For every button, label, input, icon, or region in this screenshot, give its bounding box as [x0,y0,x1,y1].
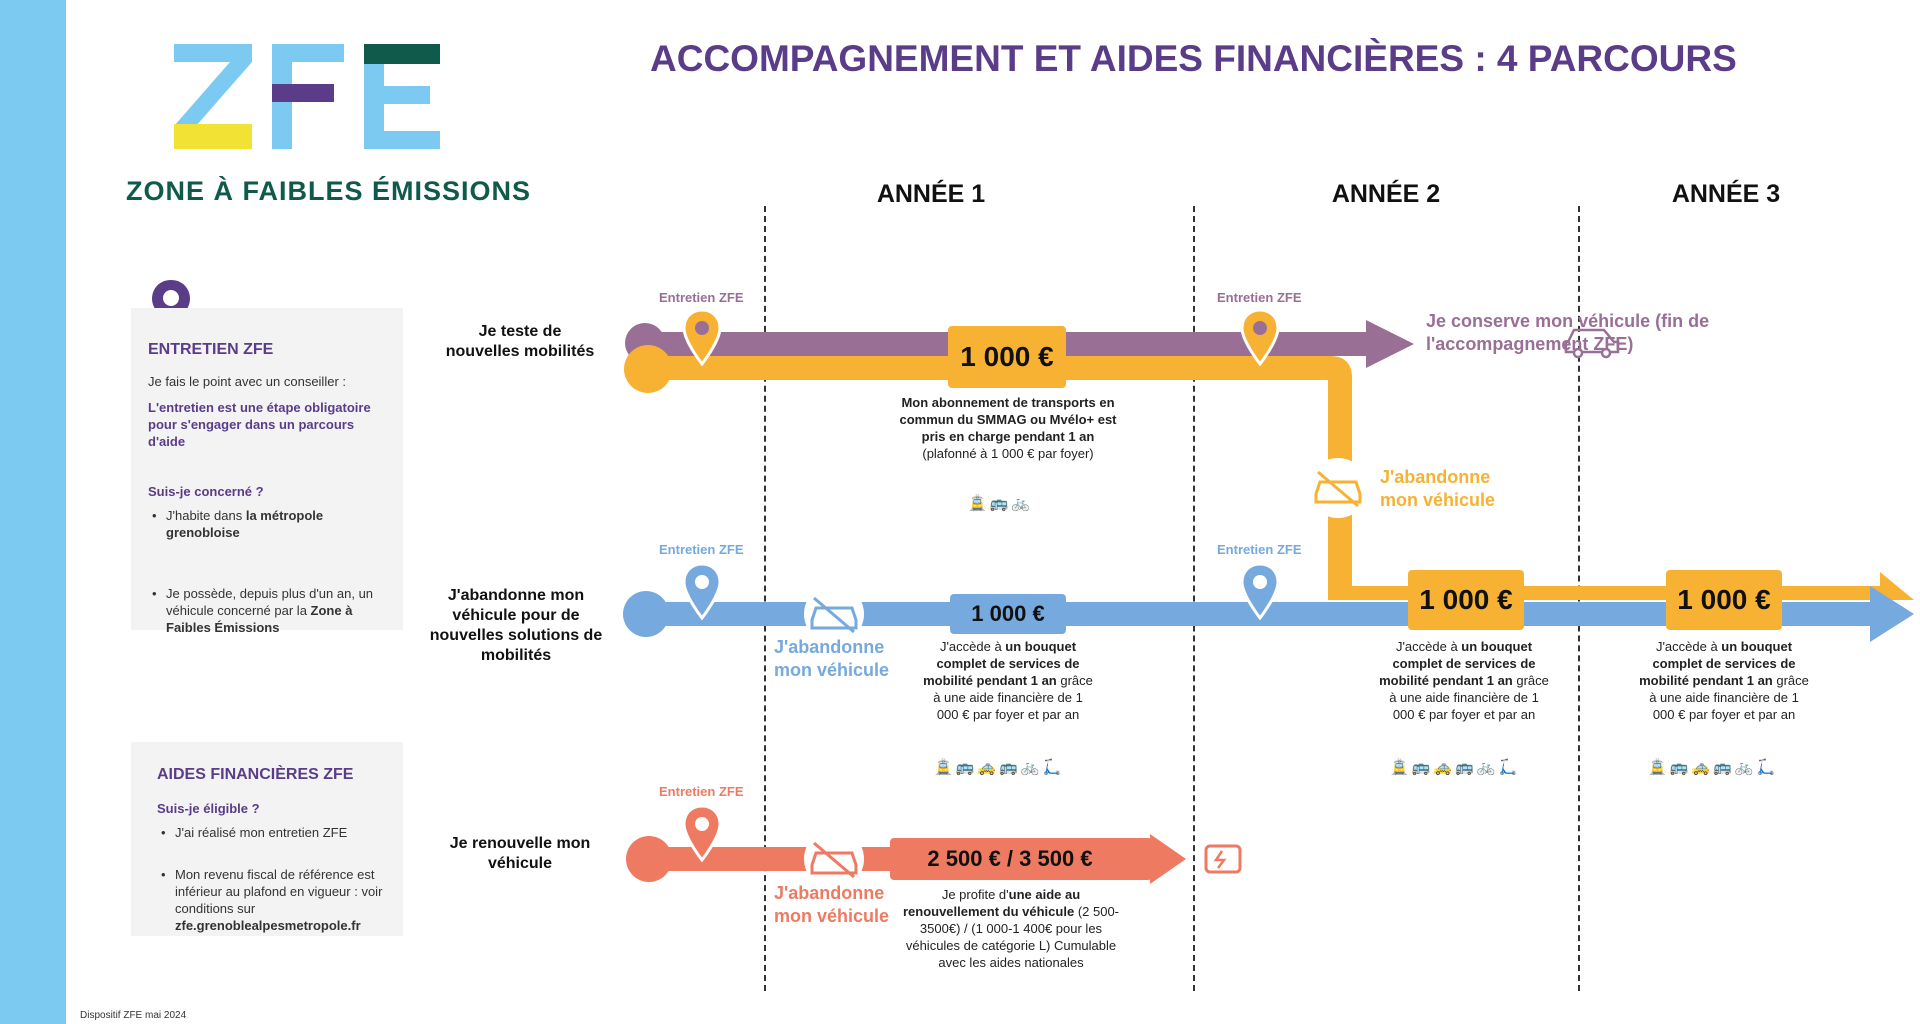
footer-note: Dispositif ZFE mai 2024 [80,1010,187,1021]
row2-mode-icons-y1: 🚊🚌🚕🚌🚲🛴 [934,758,1064,776]
row1-abandon-vehicle-text: J'abandonne mon véhicule [1380,467,1496,510]
entretien-card: ENTRETIEN ZFE Je fais le point avec un c… [131,308,403,635]
tram-icon: 🚊 [1648,759,1670,776]
taxi-icon: 🚕 [1433,759,1456,776]
taxi-icon: 🚕 [1691,759,1714,776]
year-1-header: ANNÉE 1 [876,180,986,208]
map-pin-icon [682,562,722,621]
page-title: ACCOMPAGNEMENT ET AIDES FINANCIÈRES : 4 … [650,38,1737,79]
row2-label: J'abandonne mon véhicule pour de nouvell… [429,587,603,664]
row3-amount: 2 500 € / 3 500 € [927,846,1093,871]
row2-description-y3: J'accède à un bouquet complet de service… [1639,639,1809,722]
bike-icon: 🚲 [1734,759,1757,776]
map-pin-icon [682,804,722,863]
left-color-strip [0,0,66,1024]
scooter-icon: 🛴 [1042,759,1065,776]
bike-icon: 🚲 [1476,759,1499,776]
bus-icon: 🚌 [955,759,978,776]
map-pin-icon [1240,308,1280,367]
row1-yellow-track [624,345,1914,600]
bus-icon: 🚌 [1411,759,1434,776]
map-pin-icon [1240,562,1280,621]
bus-icon: 🚌 [999,759,1021,776]
entretien-label-row2-y1: Entretien ZFE [659,542,744,557]
bike-icon: 🚲 [1011,495,1034,512]
bus-icon: 🚌 [989,495,1012,512]
row2-abandon-vehicle-text: J'abandonne mon véhicule [774,637,890,680]
logo-subtitle: ZONE À FAIBLES ÉMISSIONS [126,176,532,206]
row3-amount-box [890,838,1152,880]
aides-card-bullet-1: J'ai réalisé mon entretien ZFE [157,824,401,841]
row2-mode-icons-y3: 🚊🚌🚕🚌🚲🛴 [1648,758,1778,776]
row2-amount-box-y3 [1666,570,1782,630]
entretien-card-intro: Je fais le point avec un conseiller : [148,374,346,389]
row1-keep-vehicle-text: Je conserve mon véhicule (fin de l'accom… [1426,311,1710,354]
row1-description: Mon abonnement de transports en commun d… [899,395,1117,461]
car-crossed-icon [1308,458,1368,518]
row2-amount-box-y2 [1408,570,1524,630]
car-crossed-icon [804,584,864,644]
row2-amount-box-y1 [950,594,1066,634]
aides-card: AIDES FINANCIÈRES ZFE Suis-je éligible ?… [131,742,403,936]
year-2-separator [1193,206,1195,991]
taxi-icon: 🚕 [977,759,1000,776]
tram-icon: 🚊 [968,495,990,512]
row1-amount: 1 000 € [960,341,1054,372]
scooter-icon: 🛴 [1498,759,1521,776]
entretien-card-highlight: L'entretien est une étape obligatoire po… [148,400,371,449]
car-icon [1564,328,1620,359]
year-3-header: ANNÉE 3 [1671,180,1781,208]
row1-mode-icons: 🚊🚌🚲 [968,494,1033,512]
tram-icon: 🚊 [934,759,956,776]
row2-mode-icons-y2: 🚊🚌🚕🚌🚲🛴 [1390,758,1520,776]
scooter-icon: 🛴 [1756,759,1779,776]
row2-amount-y2: 1 000 € [1419,584,1513,615]
entretien-label-row1-y1: Entretien ZFE [659,290,744,305]
aides-card-bullet-2: Mon revenu fiscal de référence est infér… [157,866,401,934]
bus-icon: 🚌 [1669,759,1692,776]
entretien-label-row1-y2: Entretien ZFE [1217,290,1302,305]
row2-description-y1: J'accède à un bouquet complet de service… [923,639,1093,722]
bus-icon: 🚌 [1455,759,1477,776]
row1-amount-box [948,326,1066,388]
aides-card-question: Suis-je éligible ? [157,801,260,816]
row2-amount-y1: 1 000 € [971,601,1045,626]
map-pin-icon [682,308,722,367]
row1-label: Je teste de nouvelles mobilités [445,323,595,360]
entretien-card-title: ENTRETIEN ZFE [148,341,274,358]
entretien-card-bullet-1: J'habite dans la métropole grenobloise [148,507,396,541]
year-1-separator [764,206,766,991]
row3-description: Je profite d'une aide au renouvellement … [902,887,1120,970]
row3-abandon-vehicle-text: J'abandonne mon véhicule [774,883,890,926]
entretien-card-question: Suis-je concerné ? [148,484,264,499]
aides-card-title: AIDES FINANCIÈRES ZFE [157,766,354,783]
row2-description-y2: J'accède à un bouquet complet de service… [1379,639,1549,722]
entretien-label-row3: Entretien ZFE [659,784,744,799]
row2-amount-y3: 1 000 € [1677,584,1771,615]
tram-icon: 🚊 [1390,759,1412,776]
car-crossed-icon [804,829,864,889]
row3-label: Je renouvelle mon véhicule [449,835,591,872]
entretien-label-row2-y2: Entretien ZFE [1217,542,1302,557]
ev-charge-icon [1204,844,1242,874]
entretien-card-bullet-2: Je possède, depuis plus d'un an, un véhi… [148,585,396,636]
year-2-header: ANNÉE 2 [1331,180,1441,208]
bike-icon: 🚲 [1020,759,1043,776]
zfe-logo [174,44,440,149]
bus-icon: 🚌 [1713,759,1735,776]
